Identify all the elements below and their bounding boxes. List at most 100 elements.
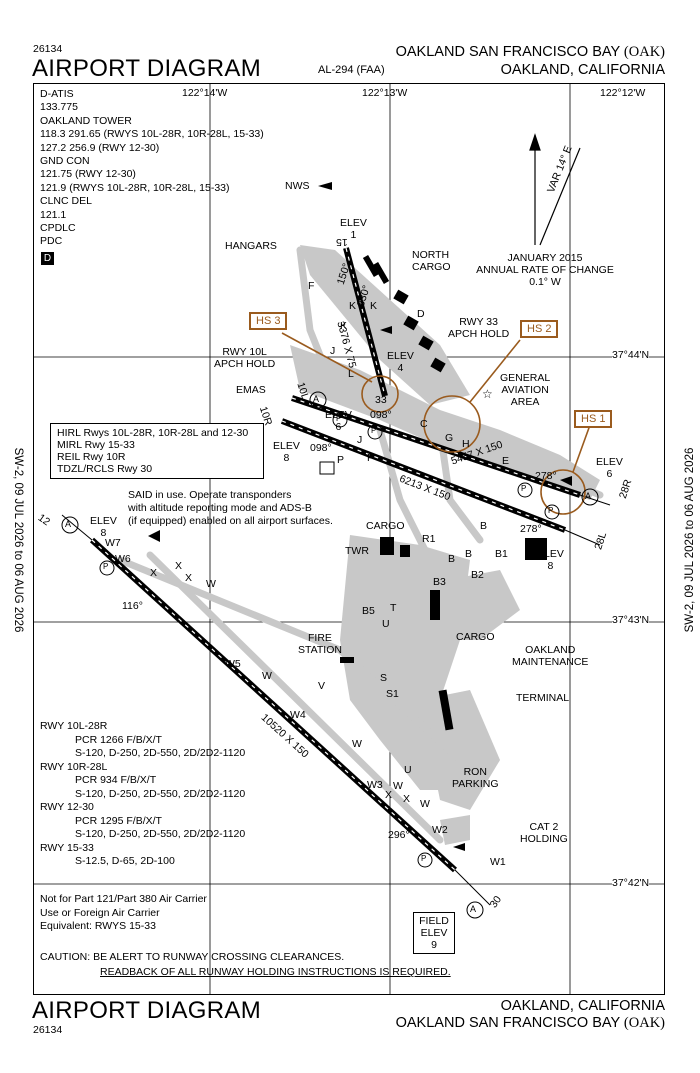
taxiway-k: [296, 246, 334, 384]
chart-id-bottom: 26134: [33, 1024, 63, 1036]
taxiway-h: [376, 426, 434, 564]
mag-rate-value: 0.1° W: [529, 276, 561, 288]
freq-line: 127.2 256.9 (RWY 12-30): [40, 141, 160, 154]
title-bottom: AIRPORT DIAGRAM: [32, 997, 261, 1024]
taxiway-w: W: [352, 738, 362, 750]
city-top: OAKLAND, CALIFORNIA: [500, 62, 665, 78]
taxiway-b1: B1: [495, 548, 508, 560]
lon-label-1: 122°14'W: [182, 87, 228, 99]
taxiway-p: P: [367, 452, 375, 464]
taxiway-w3: W3: [367, 779, 383, 791]
mag-date: JANUARY 2015: [507, 252, 583, 264]
mag-rate-title: ANNUAL RATE OF CHANGE: [476, 264, 614, 276]
emas-label: EMAS: [236, 384, 266, 396]
hot-spot-3-circle: [361, 375, 399, 413]
wind-cone-icon-nws: [318, 182, 332, 190]
cargo-east-label: CARGO: [456, 631, 495, 643]
freq-line: PDC: [40, 235, 63, 248]
hot-spot-1-circle: [540, 469, 586, 515]
papi-icon-33-label: P: [371, 426, 377, 435]
taxiway-j: J: [357, 434, 363, 446]
city-bottom: OAKLAND, CALIFORNIA: [500, 998, 665, 1014]
airport-name-bottom: OAKLAND SAN FRANCISCO BAY (OAK): [395, 1015, 665, 1031]
field-elev-line: 9: [431, 939, 437, 951]
note-line: Equivalent: RWYS 15-33: [40, 920, 156, 932]
wind-cone-icon-north: [380, 326, 392, 334]
lat-label-1: 37°44'N: [612, 349, 650, 361]
cargo-mid-label: CARGO: [366, 520, 405, 532]
freq-line: D-ATIS: [40, 88, 74, 100]
hdg-098a: 098°: [370, 409, 392, 421]
taxiway-s: S: [380, 672, 388, 684]
taxiway-w: W: [262, 670, 272, 682]
pcn-rwy: RWY 15-33: [40, 841, 94, 854]
validity-right: SW-2, 09 JUL 2026 to 06 AUG 2026: [684, 447, 696, 633]
taxiway-w6: W6: [115, 553, 131, 565]
field-elev-line: FIELD: [419, 915, 449, 927]
frequency-list: D-ATIS 133.775 OAKLAND TOWER 118.3 291.6…: [40, 88, 264, 249]
taxiway-l: L: [348, 368, 354, 380]
freq-line: 118.3 291.65 (RWYS 10L-28R, 10R-28L, 15-…: [40, 128, 264, 141]
taxiway-f: F: [308, 280, 315, 292]
w1-label: W1: [490, 856, 506, 868]
arrestor-icon-10l-label: A: [313, 394, 320, 404]
taxiway-x: X: [185, 572, 193, 584]
pcn-pcr: PCR 1266 F/B/X/T: [75, 733, 162, 746]
taxiway-w: W: [420, 798, 430, 810]
hdg-098b: 098°: [310, 442, 332, 454]
note-line: Not for Part 121/Part 380 Air Carrier: [40, 893, 207, 905]
chart-id-top: 26134: [33, 43, 63, 55]
freq-line: CPDLC: [40, 222, 76, 235]
arrestor-icon-28r: [581, 488, 599, 506]
hot-spot-3: HS 3: [249, 312, 288, 330]
pcn-pcr: PCR 1295 F/B/X/T: [75, 814, 162, 827]
taxiway-t: T: [390, 602, 397, 614]
taxiway-w5: W5: [225, 658, 241, 670]
rotating-beacon-icon: ☆: [482, 387, 493, 401]
freq-line: CLNC DEL: [40, 195, 92, 208]
taxiway-w: W: [393, 780, 403, 792]
taxiway-x: X: [175, 560, 183, 572]
field-elevation-box: FIELD ELEV 9: [413, 912, 455, 954]
pcn-notes: RWY 10L-28R PCR 1266 F/B/X/T S-120, D-25…: [40, 720, 245, 869]
pcn-rwy: RWY 12-30: [40, 801, 94, 813]
wind-cone-icon-30: [453, 843, 465, 851]
taxiway-d: D: [417, 308, 425, 320]
taxiway-w7: W7: [105, 537, 121, 549]
hangars-label: HANGARS: [225, 240, 277, 252]
taxiway-x: X: [403, 793, 411, 805]
validity-left: SW-2, 09 JUL 2026 to 06 AUG 2026: [12, 447, 24, 633]
lighting-line: HIRL Rwys 10L-28R, 10R-28L and 12-30: [57, 427, 249, 439]
taxiway-g: G: [445, 432, 454, 444]
caution-line-1: CAUTION: BE ALERT TO RUNWAY CROSSING CLE…: [40, 951, 345, 963]
freq-line: 121.75 (RWY 12-30): [40, 168, 136, 181]
freq-line: OAKLAND TOWER: [40, 114, 132, 127]
hdg-278b: 278°: [520, 523, 542, 535]
taxiway-u: U: [404, 764, 412, 776]
hdg-296: 296°: [388, 829, 410, 841]
said-line: SAID in use. Operate transponders: [128, 489, 292, 501]
north-apron: [300, 245, 470, 405]
note-line: Use or Foreign Air Carrier: [40, 906, 160, 919]
taxiway-c: C: [420, 418, 428, 430]
hot-spot-1: HS 1: [574, 410, 613, 428]
taxiway-u: U: [382, 618, 390, 630]
lighting-line: MIRL Rwy 15-33: [57, 439, 135, 451]
rwy-15-label: 15: [336, 236, 348, 248]
nws-label: NWS: [285, 180, 310, 192]
said-line: with altitude reporting mode and ADS-B: [128, 502, 312, 514]
papi-icon-28l: [544, 504, 560, 520]
taxiway-k: K: [340, 320, 348, 332]
taxiway-r1: R1: [422, 533, 436, 545]
cat2-holding-pad: [440, 815, 470, 845]
lighting-box: HIRL Rwys 10L-28R, 10R-28L and 12-30 MIR…: [50, 423, 264, 479]
arrestor-icon-30-label: A: [470, 904, 477, 914]
